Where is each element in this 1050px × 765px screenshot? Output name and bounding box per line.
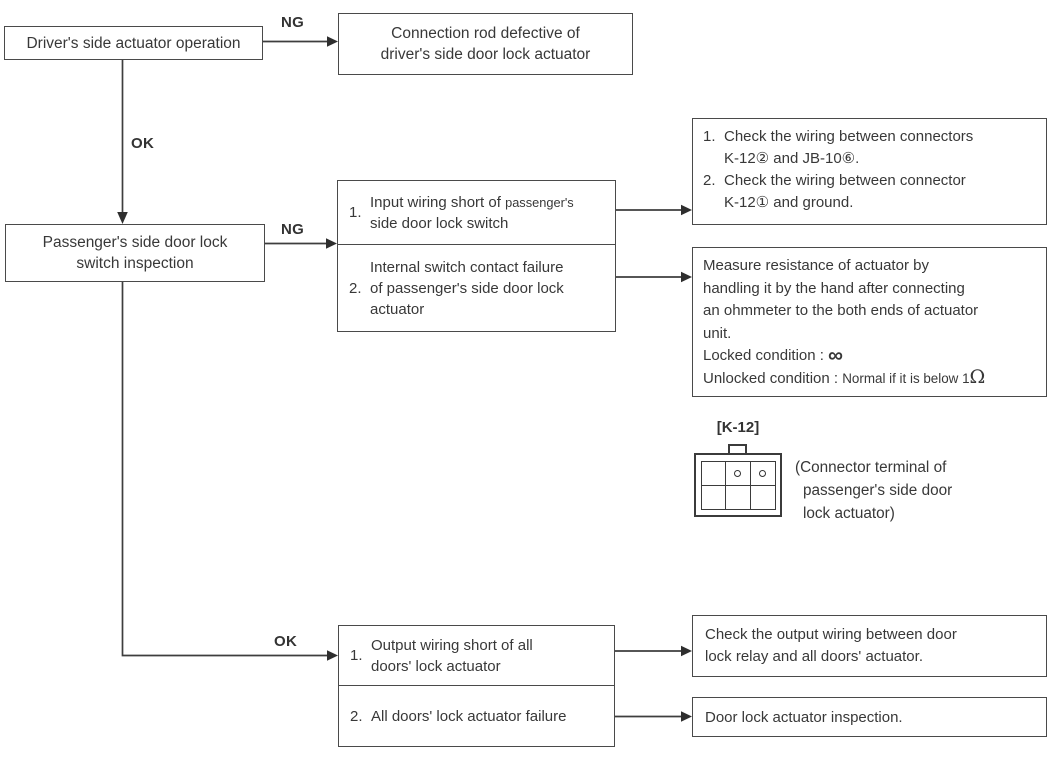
- ok-label-bottom: OK: [274, 633, 298, 650]
- measure-unlocked-line: Unlocked condition : Normal if it is bel…: [703, 365, 1040, 391]
- output2-line1: All doors' lock actuator failure: [371, 707, 567, 725]
- check2-line2: K-12① and ground.: [724, 194, 854, 211]
- driver-box-text: Driver's side actuator operation: [26, 34, 241, 52]
- arrowhead-cause1-to-check: [681, 204, 692, 216]
- ok-label-top: OK: [131, 135, 155, 152]
- check2-number: 2.: [703, 172, 716, 189]
- result1-line2: lock relay and all doors' actuator.: [705, 648, 923, 665]
- cause2-text: Internal switch contact failure of passe…: [370, 257, 564, 320]
- cause2-line1: Internal switch contact failure: [370, 258, 564, 276]
- check-wiring-box: 1. Check the wiring between connectors K…: [692, 118, 1047, 225]
- ng-label-top: NG: [281, 14, 305, 31]
- terminal-cell-pin1: [750, 462, 775, 486]
- terminal-pin-icon: [734, 469, 742, 477]
- output1-text: Output wiring short of all doors' lock a…: [371, 635, 533, 677]
- arrowhead-cause2-to-measure: [681, 271, 692, 283]
- check1-line2: K-12② and JB-10⑥.: [724, 150, 860, 167]
- passenger-switch-inspection-box: Passenger's side door lock switch inspec…: [5, 224, 265, 282]
- arrowhead-ok-to-output: [327, 650, 338, 661]
- caption-line1: (Connector terminal of: [795, 459, 947, 476]
- check-output-wiring-result-box: Check the output wiring between door loc…: [692, 615, 1047, 677]
- cause-internal-switch-failure-cell: 2. Internal switch contact failure of pa…: [338, 244, 615, 331]
- cause1-line2: side door lock switch: [370, 214, 509, 232]
- ohm-symbol: Ω: [969, 365, 986, 388]
- cause2-line3: actuator: [370, 300, 425, 318]
- output-wiring-short-cell: 1. Output wiring short of all doors' loc…: [339, 626, 614, 685]
- arrowhead-driver-to-passenger: [117, 212, 128, 224]
- arrow-line-passenger-ok-elbow: [121, 282, 328, 657]
- passenger-switch-causes-box: 1. Input wiring short of passenger's sid…: [337, 180, 616, 332]
- check1-line1: Check the wiring between connectors: [724, 128, 974, 145]
- output1-line1: Output wiring short of all: [371, 636, 533, 654]
- result2-line1: Door lock actuator inspection.: [705, 708, 903, 726]
- cause-input-wiring-short-cell: 1. Input wiring short of passenger's sid…: [338, 181, 615, 244]
- measure-resistance-box: Measure resistance of actuator by handli…: [692, 247, 1047, 397]
- caption-line3: lock actuator): [803, 505, 895, 522]
- check2-text: Check the wiring between connector K-12①…: [724, 170, 966, 214]
- cause1-number: 1.: [349, 204, 362, 221]
- cause2-number: 2.: [349, 279, 362, 297]
- measure-line3: an ohmmeter to the both ends of actuator: [703, 302, 979, 319]
- connection-rod-defective-box: Connection rod defective of driver's sid…: [338, 13, 633, 75]
- unlocked-condition-label: Unlocked condition :: [703, 369, 839, 387]
- k12-connector-label: [K-12]: [716, 419, 760, 436]
- k12-connector-caption: (Connector terminal of passenger's side …: [795, 456, 952, 525]
- arrowhead-passenger-to-causes: [326, 238, 337, 249]
- output2-number: 2.: [350, 707, 363, 725]
- measure-line1: Measure resistance of actuator by: [703, 257, 929, 274]
- arrowhead-driver-to-rod: [327, 36, 338, 47]
- all-doors-actuator-failure-cell: 2. All doors' lock actuator failure: [339, 685, 614, 746]
- measure-line4: unit.: [703, 324, 732, 342]
- unlocked-condition-value: Normal if it is below 1: [842, 370, 970, 386]
- cause2-line2: of passenger's side door lock: [370, 279, 564, 297]
- output-causes-box: 1. Output wiring short of all doors' loc…: [338, 625, 615, 747]
- rod-box-line1: Connection rod defective of: [391, 25, 580, 42]
- output1-line2: doors' lock actuator: [371, 657, 501, 675]
- check2-line1: Check the wiring between connector: [724, 172, 966, 189]
- measure-locked-line: Locked condition : ∞: [703, 345, 1040, 368]
- terminal-cell-pin2: [726, 462, 751, 486]
- output1-number: 1.: [350, 647, 363, 664]
- measure-line2: handling it by the hand after connecting: [703, 279, 965, 297]
- check1-text: Check the wiring between connectors K-12…: [724, 126, 973, 170]
- caption-line2: passenger's side door: [803, 482, 953, 499]
- check1-number: 1.: [703, 128, 716, 145]
- infinity-symbol: ∞: [828, 344, 844, 367]
- terminal-cell-empty: [726, 485, 751, 509]
- cause1-line1-small: passenger's: [505, 194, 574, 210]
- k12-connector-terminal-grid: [701, 461, 776, 510]
- rod-box-line2: driver's side door lock actuator: [380, 46, 591, 63]
- result1-line1: Check the output wiring between door: [705, 626, 957, 643]
- ng-label-middle: NG: [281, 221, 305, 238]
- driver-side-actuator-operation-box: Driver's side actuator operation: [4, 26, 263, 60]
- check-wiring-item2: 2. Check the wiring between connector K-…: [703, 170, 1040, 214]
- locked-condition-label: Locked condition :: [703, 347, 824, 364]
- cause1-text: Input wiring short of passenger's side d…: [370, 192, 574, 234]
- arrowhead-output2-to-result2: [681, 711, 692, 722]
- door-lock-actuator-inspection-box: Door lock actuator inspection.: [692, 697, 1047, 737]
- arrowhead-output1-to-result1: [681, 645, 692, 657]
- passenger-box-line2: switch inspection: [76, 255, 194, 272]
- terminal-pin-icon: [759, 469, 767, 477]
- terminal-cell-empty: [751, 486, 775, 510]
- check-wiring-item1: 1. Check the wiring between connectors K…: [703, 126, 1040, 170]
- cause1-line1: Input wiring short of: [370, 193, 501, 211]
- terminal-cell-empty: [702, 462, 727, 486]
- passenger-box-line1: Passenger's side door lock: [42, 234, 228, 251]
- terminal-cell-empty: [702, 485, 727, 509]
